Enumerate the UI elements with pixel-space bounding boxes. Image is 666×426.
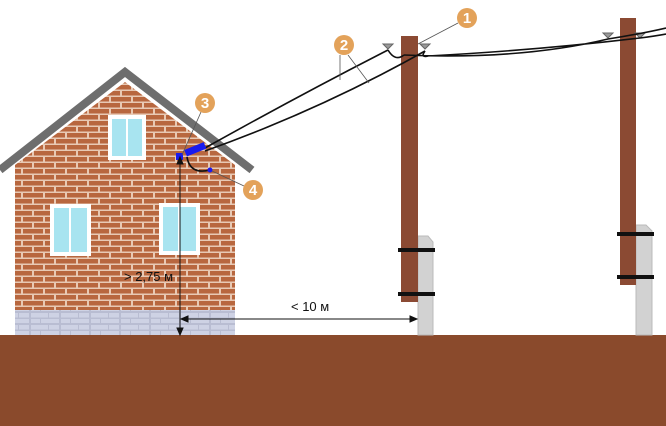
leader-lines [181,22,459,187]
anchor-clamp [184,142,207,157]
marker-4: 4 [243,180,263,200]
distance-label: < 10 м [291,299,329,314]
height-dimension [176,155,184,337]
service-wires [204,27,666,152]
ground [0,335,666,426]
svg-text:3: 3 [201,95,209,112]
roof [0,66,255,174]
window [108,115,146,160]
svg-text:1: 1 [463,10,471,27]
svg-text:4: 4 [249,182,258,199]
marker-2: 2 [334,35,354,55]
svg-text:2: 2 [340,37,348,54]
marker-3: 3 [195,93,215,113]
distance-dimension [179,315,419,323]
foundation [15,310,235,335]
height-label: > 2,75 м [124,269,173,284]
pole-1 [381,36,435,336]
branch-clamp [207,167,213,173]
branch-wire [186,156,211,172]
wall-bracket [176,153,183,160]
pole-2 [601,18,654,336]
marker-1: 1 [457,8,477,28]
window [50,204,91,256]
house [0,66,255,335]
